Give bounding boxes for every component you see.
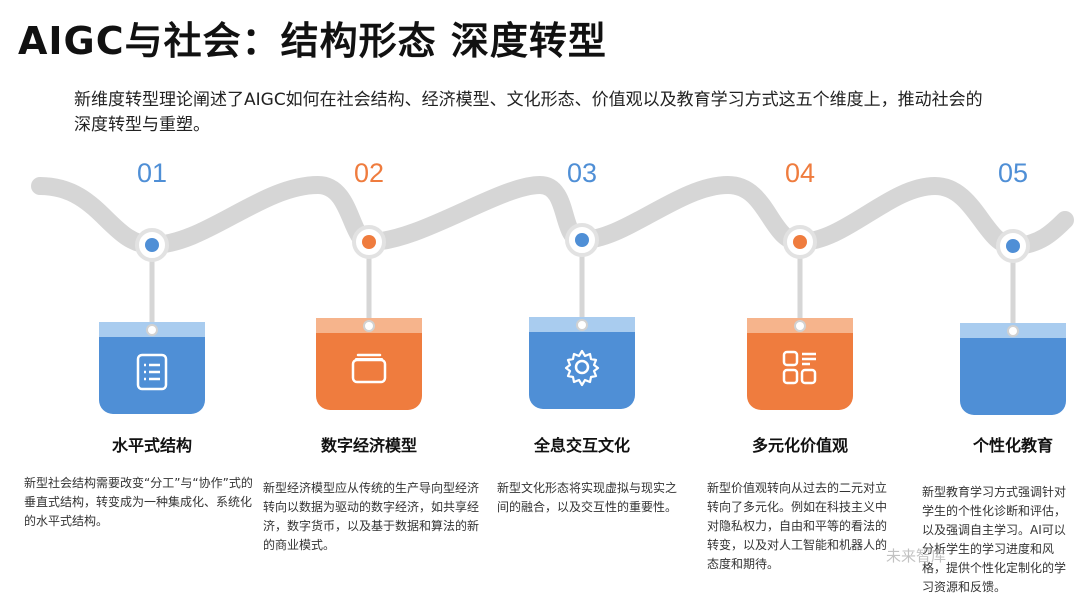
list-document-icon [132,352,172,392]
step-description: 新型文化形态将实现虚拟与现实之间的融合，以及交互性的重要性。 [497,481,678,514]
step-card [960,323,1066,415]
step-heading: 全息交互文化 [533,436,630,455]
wave-path [31,175,1074,256]
step-description: 新型价值观转向从过去的二元对立转向了多元化。例如在科技主义中对隐私权力，自由和平… [707,481,888,571]
grid-icon [780,348,820,388]
timeline-node-dot [575,233,589,247]
step-heading: 数字经济模型 [320,436,417,455]
step-heading: 水平式结构 [111,436,192,455]
step-card [316,318,422,410]
step-number: 02 [353,158,385,188]
timeline-node-dot [362,235,376,249]
step-number: 01 [136,158,168,188]
step-card [99,322,205,414]
intro-paragraph: 新维度转型理论阐述了AIGC如何在社会结构、经济模型、文化形态、价值观以及教育学… [74,90,983,135]
timeline-node-dot [145,238,159,252]
timeline-node-dot [1006,239,1020,253]
card-connector-dot [794,320,806,332]
step-description: 新型教育学习方式强调针对学生的个性化诊断和评估，以及强调自主学习。AI可以分析学… [922,485,1067,594]
step-card [529,317,635,409]
watermark: 未来智库 [886,547,947,565]
timeline-node-dot [793,235,807,249]
gear-icon [562,347,602,387]
step-description: 新型社会结构需要改变“分工”与“协作”式的垂直式结构，转变成为一种集成化、系统化… [24,476,253,528]
step-card [747,318,853,410]
card-connector-dot [1007,325,1019,337]
step-number: 04 [784,158,816,188]
step-number: 03 [566,158,598,188]
card-connector-dot [576,319,588,331]
step-heading: 个性化教育 [972,436,1053,455]
page-title: AIGC与社会：结构形态 深度转型 [18,19,607,63]
card-connector-dot [146,324,158,336]
step-heading: 多元化价值观 [751,436,848,455]
step-description: 新型经济模型应从传统的生产导向型经济转向以数据为驱动的数字经济，如共享经济，数字… [263,481,480,552]
card-connector-dot [363,320,375,332]
wallet-icon [349,348,389,388]
step-number: 05 [997,158,1029,188]
